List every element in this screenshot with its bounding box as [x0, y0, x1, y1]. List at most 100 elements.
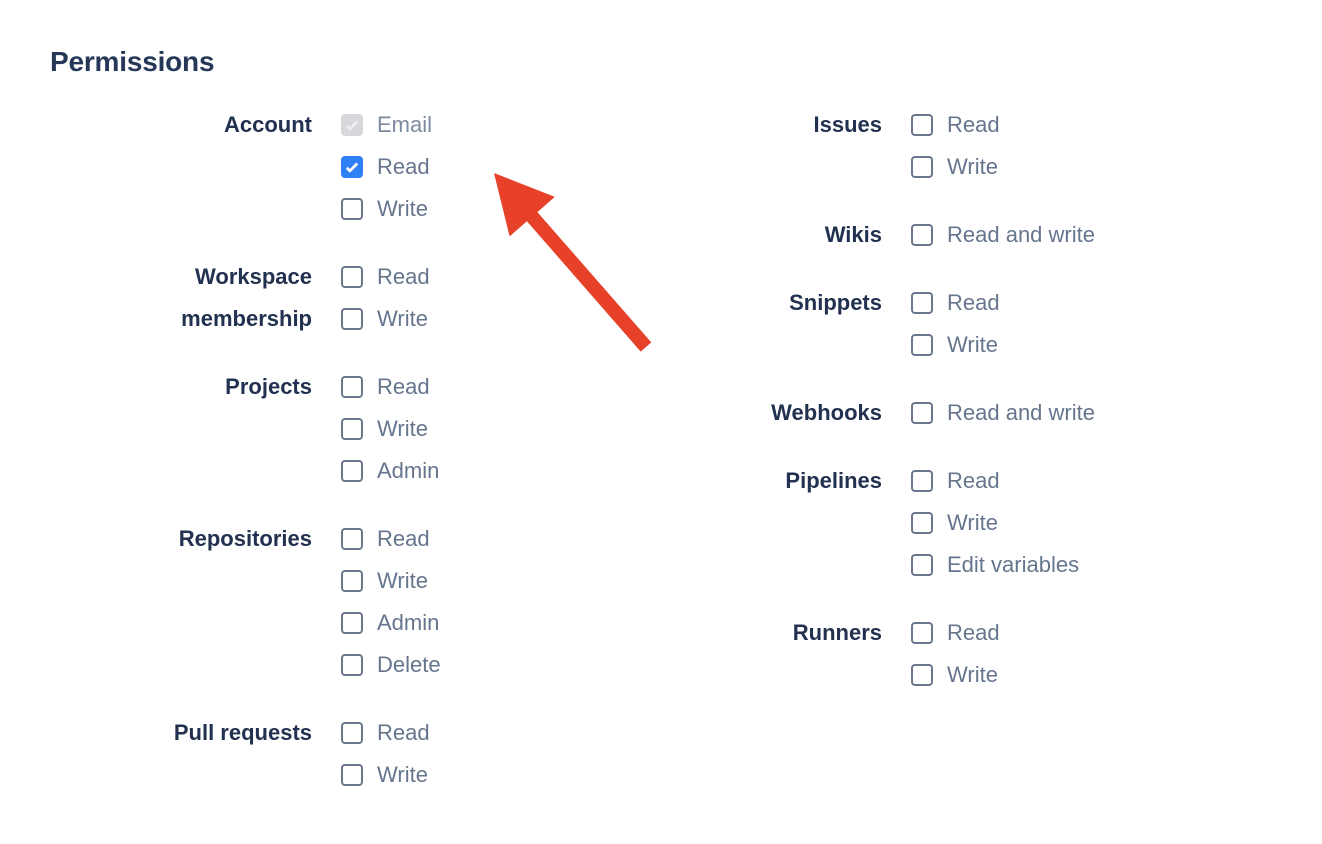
checkbox-label-projects-read[interactable]: Read: [377, 374, 430, 399]
checkbox-label-repositories-write[interactable]: Write: [377, 568, 428, 593]
permission-option-row: Delete: [341, 644, 660, 686]
checkbox-repositories-write[interactable]: [341, 570, 363, 592]
permission-group-webhooks: Webhooks Read and write: [640, 392, 1300, 434]
checkbox-label-workspace-membership-read[interactable]: Read: [377, 264, 430, 289]
checkbox-label-repositories-read[interactable]: Read: [377, 526, 430, 551]
permission-group-label: Wikis: [824, 222, 882, 247]
checkbox-label-pipelines-write[interactable]: Write: [947, 510, 998, 535]
permission-option-row: Read: [341, 146, 660, 188]
checkbox-issues-write[interactable]: [911, 156, 933, 178]
checkbox-workspace-membership-write[interactable]: [341, 308, 363, 330]
permission-group-label: Repositories: [178, 526, 312, 551]
permission-option-row: Read: [341, 518, 660, 560]
permission-option-list: Read and write: [911, 392, 1300, 434]
checkbox-pipelines-write[interactable]: [911, 512, 933, 534]
checkbox-snippets-read[interactable]: [911, 292, 933, 314]
checkbox-account-email: [341, 114, 363, 136]
checkbox-pull-requests-write[interactable]: [341, 764, 363, 786]
checkbox-repositories-delete[interactable]: [341, 654, 363, 676]
checkbox-pull-requests-read[interactable]: [341, 722, 363, 744]
checkbox-label-account-email[interactable]: Email: [377, 112, 433, 137]
checkbox-account-write[interactable]: [341, 198, 363, 220]
checkbox-label-runners-write[interactable]: Write: [947, 662, 998, 687]
permission-option-row: Write: [341, 188, 660, 230]
permission-group-wikis: Wikis Read and write: [640, 214, 1300, 256]
permission-option-row: Read: [911, 612, 1300, 654]
permission-group-label: Issues: [813, 112, 883, 137]
permission-option-row: Write: [341, 408, 660, 450]
checkbox-label-repositories-admin[interactable]: Admin: [377, 610, 440, 635]
checkbox-webhooks-read-and-write[interactable]: [911, 402, 933, 424]
permission-group-label: Runners: [792, 620, 882, 645]
checkbox-issues-read[interactable]: [911, 114, 933, 136]
checkbox-label-runners-read[interactable]: Read: [947, 620, 1000, 645]
checkbox-label-projects-write[interactable]: Write: [377, 416, 428, 441]
checkbox-label-repositories-delete[interactable]: Delete: [377, 652, 441, 677]
permission-option-row: Read and write: [911, 392, 1300, 434]
permission-option-row: Write: [911, 146, 1300, 188]
permission-option-row: Write: [911, 502, 1300, 544]
checkbox-projects-admin[interactable]: [341, 460, 363, 482]
checkbox-snippets-write[interactable]: [911, 334, 933, 356]
permission-group-label: Snippets: [789, 290, 882, 315]
permission-option-row: Read and write: [911, 214, 1300, 256]
permission-option-row: Write: [911, 324, 1300, 366]
permission-option-row: Write: [341, 560, 660, 602]
permission-group-label: Projects: [225, 374, 312, 399]
checkbox-projects-write[interactable]: [341, 418, 363, 440]
checkbox-label-issues-read[interactable]: Read: [947, 112, 1000, 137]
permission-option-row: Read: [911, 104, 1300, 146]
checkbox-label-projects-admin[interactable]: Admin: [377, 458, 440, 483]
checkbox-projects-read[interactable]: [341, 376, 363, 398]
checkbox-label-pull-requests-write[interactable]: Write: [377, 762, 428, 787]
permission-group-label: Workspace membership: [181, 264, 312, 331]
permission-group-label: Webhooks: [771, 400, 882, 425]
permission-option-row: Email: [341, 104, 660, 146]
checkbox-workspace-membership-read[interactable]: [341, 266, 363, 288]
page-title: Permissions: [50, 46, 215, 77]
checkbox-label-account-write[interactable]: Write: [377, 196, 428, 221]
permission-option-row: Edit variables: [911, 544, 1300, 586]
permission-group-label: Pull requests: [173, 720, 312, 745]
checkbox-label-pull-requests-read[interactable]: Read: [377, 720, 430, 745]
check-icon: [345, 160, 359, 174]
checkbox-label-workspace-membership-write[interactable]: Write: [377, 306, 428, 331]
checkbox-label-webhooks-read-and-write[interactable]: Read and write: [947, 400, 1095, 425]
checkbox-label-snippets-read[interactable]: Read: [947, 290, 1000, 315]
checkbox-label-issues-write[interactable]: Write: [947, 154, 998, 179]
permission-option-row: Read: [911, 282, 1300, 324]
checkbox-wikis-read-and-write[interactable]: [911, 224, 933, 246]
permission-option-list: Read and write: [911, 214, 1300, 256]
permission-group-label: Pipelines: [785, 468, 882, 493]
checkbox-repositories-admin[interactable]: [341, 612, 363, 634]
checkbox-runners-write[interactable]: [911, 664, 933, 686]
checkbox-runners-read[interactable]: [911, 622, 933, 644]
checkbox-label-snippets-write[interactable]: Write: [947, 332, 998, 357]
permission-option-row: Admin: [341, 602, 660, 644]
checkbox-repositories-read[interactable]: [341, 528, 363, 550]
checkbox-label-account-read[interactable]: Read: [377, 154, 430, 179]
checkbox-pipelines-read[interactable]: [911, 470, 933, 492]
checkbox-label-pipelines-edit-variables[interactable]: Edit variables: [947, 552, 1080, 577]
checkbox-account-read[interactable]: [341, 156, 363, 178]
checkbox-pipelines-edit-variables[interactable]: [911, 554, 933, 576]
checkbox-label-wikis-read-and-write[interactable]: Read and write: [947, 222, 1095, 247]
permission-option-row: Write: [341, 298, 660, 340]
checkbox-label-pipelines-read[interactable]: Read: [947, 468, 1000, 493]
